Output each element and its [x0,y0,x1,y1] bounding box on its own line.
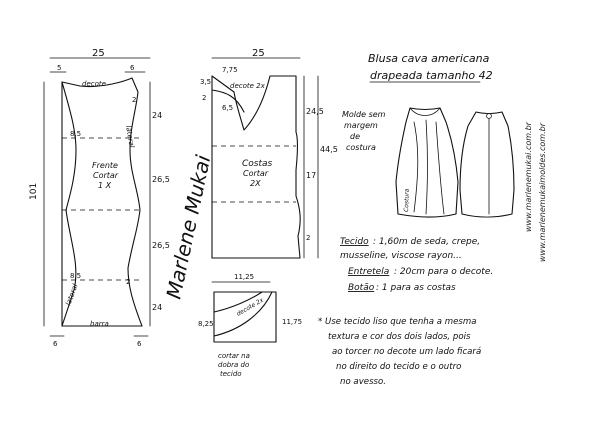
front-seg-265-top: 26,5 [152,175,170,184]
molde-note-line4: costura [346,143,376,152]
front-seg-265-bottom: 26,5 [152,241,170,250]
side-url-2: www.marlenemukaimoldes.com.br [538,122,547,262]
front-lateral-bottom: lateral [64,283,79,307]
back-mark-2: 2 [306,234,310,242]
front-label-line2: Cortar [93,171,119,180]
facing-note-line3: tecido [220,370,242,378]
front-seg-24-top: 24 [152,111,162,120]
back-label-line3: 2X [250,179,261,188]
back-garment-sketch [459,111,515,218]
front-decote-label: decote [82,80,106,88]
front-label-line3: 1 X [98,181,112,190]
front-outline [61,77,143,327]
front-top-width: 25 [92,48,105,59]
note-line5: no avesso. [340,377,386,387]
costura-label: Costura [403,188,411,212]
front-bottom-right: 6 [137,340,142,348]
molde-note-line1: Molde sem [342,110,386,119]
front-neck-offset: 5 [57,64,61,72]
back-neck-b: 3,5 [200,78,211,86]
back-neck-a: 7,75 [222,66,238,74]
front-shoulder-offset: 6 [130,64,135,72]
back-label-line1: Costas [242,159,273,169]
back-label-line2: Cortar [243,169,269,178]
front-cava-small: 2 [132,96,136,104]
back-top-width: 25 [252,48,265,59]
front-cava-small-bottom: 2 [126,278,130,286]
facing-width: 11,25 [234,273,254,281]
back-height-side: 44,5 [320,145,338,154]
tecido-text2: musseline, viscose rayon... [340,251,462,261]
note-line1: * Use tecido liso que tenha a mesma [318,317,477,327]
back-seg-245: 24,5 [306,107,324,116]
botao-text: : 1 para as costas [376,283,456,293]
back-neck-c: 2 [202,94,206,102]
note-line3: ao torcer no decote um lado ficará [332,347,481,357]
front-waist-left-bottom: 8,5 [70,272,81,280]
title-block: Blusa cava americana drapeada tamanho 42 [368,52,493,83]
back-neckline [211,89,245,113]
front-pattern-piece: 25 5 6 decote lateral lateral barra 8,5 … [29,48,170,348]
note-line4: no direito do tecido e o outro [336,362,461,372]
facing-outline [213,291,277,343]
materials-list: Tecido : 1,60m de seda, crepe, musseline… [340,237,493,293]
tecido-label: Tecido [340,237,369,247]
facing-note-line1: cortar na [218,352,250,360]
title-line1: Blusa cava americana [368,52,490,65]
fabric-note: * Use tecido liso que tenha a mesma text… [318,317,481,387]
front-barra-label: barra [90,320,109,328]
facing-inner-curve [213,291,263,313]
front-waist-left-top: 8,5 [70,130,81,138]
back-seg-17: 17 [306,171,316,180]
molde-note-line3: de [350,132,360,141]
front-seg-24-bottom: 24 [152,303,162,312]
back-outline [211,75,301,259]
facing-height-left: 8,25 [198,320,214,328]
tecido-text: : 1,60m de seda, crepe, [373,237,480,247]
title-line2: drapeada tamanho 42 [370,69,493,82]
facing-height-right: 11,75 [282,318,302,326]
front-lateral-top: lateral [124,125,136,149]
side-url-1: www.marlenemukai.com.br [524,122,533,232]
facing-decote-label: decote 2x [236,297,266,318]
entretela-text: : 20cm para o decote. [394,267,493,277]
front-height: 101 [29,183,39,200]
facing-note-line2: dobra do [218,361,249,369]
back-pattern-piece: 25 7,75 3,5 2 6,5 decote 2x Costas Corta… [200,48,338,259]
botao-label: Botão [348,283,375,293]
front-bottom-left: 6 [53,340,58,348]
facing-outer-curve [213,291,273,337]
entretela-label: Entretela [348,267,389,277]
back-neck-d: 6,5 [222,104,233,112]
note-line2: textura e cor dos dois lados, pois [328,332,471,342]
molde-note-line2: margem [344,121,378,130]
front-side-curve [61,81,77,327]
back-decote-label: decote 2x [230,82,266,90]
front-garment-sketch: Costura [395,107,459,218]
front-label-line1: Frente [92,161,118,170]
neck-facing-piece: 11,25 8,25 11,75 decote 2x cortar na dob… [198,273,302,378]
